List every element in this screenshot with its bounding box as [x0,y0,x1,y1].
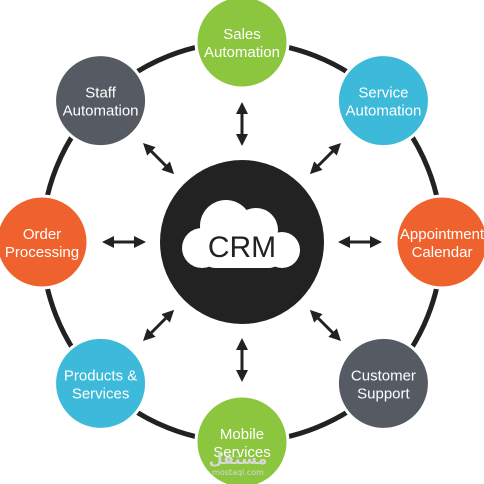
node-label-line: Sales [223,26,261,43]
node-label-line: Staff [85,85,116,102]
node-circle [194,394,290,484]
watermark-sub: mostaql.com [212,468,264,477]
arrow-staff-automation [143,143,175,175]
node-circle [335,335,431,431]
watermark-text: مستقل [209,449,268,468]
node-circle [53,335,149,431]
node-circle [194,0,290,90]
arrow-service-automation [309,143,341,175]
node-label-line: Automation [204,44,280,61]
node-circle [0,194,90,290]
node-label-line: Automation [63,103,139,120]
center-label: CRM [208,231,276,264]
crm-hub: CRM [160,160,324,324]
node-label-line: Processing [5,244,79,261]
cloud-icon [182,200,300,268]
arrow-customer-support [309,309,341,341]
node-label-line: Customer [351,367,416,384]
arrow-products-services [143,309,175,341]
node-circle [394,194,484,290]
node-label-line: Support [357,385,410,402]
node-label-line: Order [23,226,61,243]
node-label-line: Services [72,385,130,402]
node-products-services: Products &Services [53,335,149,431]
watermark: مستقل mostaql.com [209,449,268,477]
node-label-line: Mobile [220,426,264,443]
node-label-line: Services [213,444,271,461]
node-circle [53,53,149,149]
node-label-line: Appointment [400,226,484,243]
node-label-line: Automation [345,103,421,120]
node-label-line: Products & [64,367,137,384]
node-label: Products &Services [64,367,137,402]
connector-arrows [102,102,382,382]
node-circle [335,53,431,149]
node-label-line: Calendar [412,244,473,261]
node-label-line: Service [358,85,408,102]
